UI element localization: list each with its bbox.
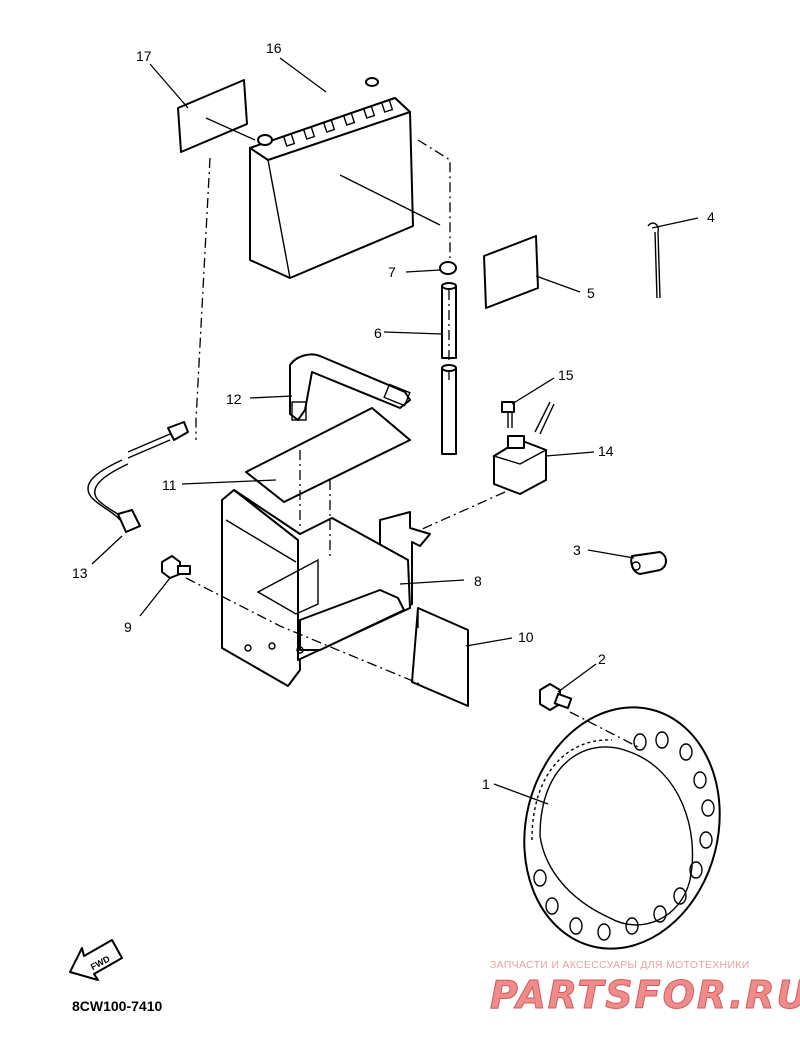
callout-5: 5 bbox=[587, 285, 595, 301]
callout-14: 14 bbox=[598, 443, 614, 459]
part-6-hose bbox=[441, 282, 457, 455]
callout-17: 17 bbox=[136, 48, 152, 64]
assembly-lines bbox=[185, 139, 641, 749]
watermark-tagline: ЗАПЧАСТИ И АКСЕССУАРЫ ДЛЯ МОТОТЕХНИКИ bbox=[490, 959, 750, 971]
battery-caps bbox=[282, 99, 394, 147]
part-16-battery bbox=[249, 77, 441, 279]
callout-8: 8 bbox=[474, 573, 482, 589]
callout-15: 15 bbox=[558, 367, 574, 383]
part-14-relay bbox=[492, 401, 555, 495]
leader-lines bbox=[91, 57, 699, 805]
callout-4: 4 bbox=[707, 209, 715, 225]
rotor-holes bbox=[533, 731, 715, 941]
part-3-clamp bbox=[630, 551, 667, 575]
callout-6: 6 bbox=[374, 325, 382, 341]
part-7-clip bbox=[439, 261, 457, 275]
part-9-bolt bbox=[161, 555, 191, 579]
part-15-bolt bbox=[501, 401, 515, 428]
callout-3: 3 bbox=[573, 542, 581, 558]
part-17-label bbox=[177, 79, 256, 153]
part-10-cover bbox=[411, 607, 469, 707]
callout-numbers: 1 2 3 4 5 6 7 8 9 10 11 12 13 14 15 16 1… bbox=[72, 40, 715, 792]
callout-9: 9 bbox=[124, 619, 132, 635]
callout-10: 10 bbox=[518, 629, 534, 645]
part-13-lead-wire bbox=[87, 421, 189, 533]
part-12-strap bbox=[289, 353, 411, 421]
callout-12: 12 bbox=[226, 391, 242, 407]
callout-13: 13 bbox=[72, 565, 88, 581]
callout-2: 2 bbox=[598, 651, 606, 667]
part-11-sheet bbox=[245, 407, 411, 503]
callout-11: 11 bbox=[162, 477, 177, 493]
part-2-bolt bbox=[539, 683, 573, 711]
callout-1: 1 bbox=[482, 776, 490, 792]
watermark: ЗАПЧАСТИ И АКСЕССУАРЫ ДЛЯ МОТОТЕХНИКИ PA… bbox=[490, 959, 800, 1018]
part-1-rotor bbox=[523, 706, 721, 950]
watermark-brand: PARTSFOR.RU bbox=[490, 973, 800, 1017]
battery-box bbox=[221, 489, 411, 687]
part-5-pad bbox=[483, 235, 539, 309]
part-4-hook bbox=[647, 222, 661, 299]
callout-7: 7 bbox=[388, 264, 396, 280]
callout-16: 16 bbox=[266, 40, 282, 56]
fwd-arrow-icon: FWD bbox=[69, 939, 123, 981]
diagram-code: 8CW100-7410 bbox=[72, 998, 162, 1014]
